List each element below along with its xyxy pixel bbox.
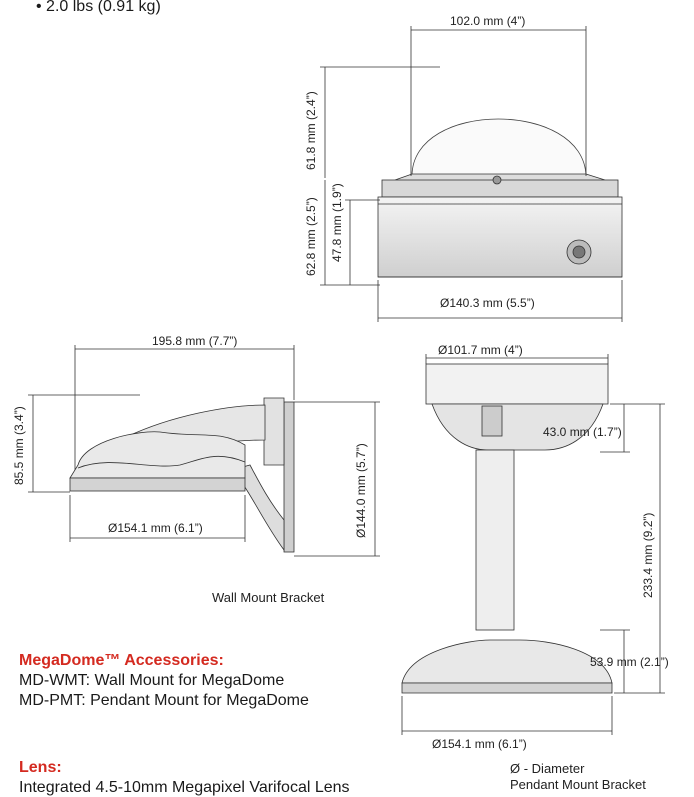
accessory-item-wall: MD-WMT: Wall Mount for MegaDome [19, 672, 285, 689]
wall-mount-height-label: 85.5 mm (3.4”) [12, 406, 26, 485]
pendant-mount-drawing [401, 354, 665, 735]
lens-description: Integrated 4.5-10mm Megapixel Varifocal … [19, 779, 350, 796]
diameter-legend: Ø - Diameter [510, 761, 585, 776]
camera-dome-height-label: 61.8 mm (2.4”) [304, 91, 318, 170]
pendant-top-height-label: 43.0 mm (1.7”) [543, 425, 622, 439]
wall-mount-drawing [28, 345, 380, 557]
wall-mount-base-diameter-label: Ø154.1 mm (6.1”) [108, 521, 203, 535]
wall-mount-width-label: 195.8 mm (7.7”) [152, 334, 238, 348]
weight-bullet: • 2.0 lbs (0.91 kg) [36, 0, 161, 15]
camera-body-height-label: 62.8 mm (2.5”) [304, 197, 318, 276]
camera-inner-height-label: 47.8 mm (1.9”) [330, 183, 344, 262]
accessories-heading: MegaDome™ Accessories: [19, 652, 224, 669]
pendant-base-diameter-label: Ø154.1 mm (6.1”) [432, 737, 527, 751]
wall-mount-plate-height-label: Ø144.0 mm (5.7”) [354, 443, 368, 538]
pendant-top-diameter-label: Ø101.7 mm (4”) [438, 343, 523, 357]
pendant-base-height-label: 53.9 mm (2.1”) [590, 655, 669, 669]
camera-top-width-label: 102.0 mm (4”) [450, 14, 526, 28]
accessory-item-pendant: MD-PMT: Pendant Mount for MegaDome [19, 692, 309, 709]
pendant-mount-caption: Pendant Mount Bracket [510, 777, 646, 792]
camera-drawing [320, 26, 623, 322]
wall-mount-caption: Wall Mount Bracket [212, 590, 325, 605]
lens-heading: Lens: [19, 759, 62, 776]
pendant-total-height-label: 233.4 mm (9.2”) [641, 512, 655, 598]
camera-base-diameter-label: Ø140.3 mm (5.5”) [440, 296, 535, 310]
